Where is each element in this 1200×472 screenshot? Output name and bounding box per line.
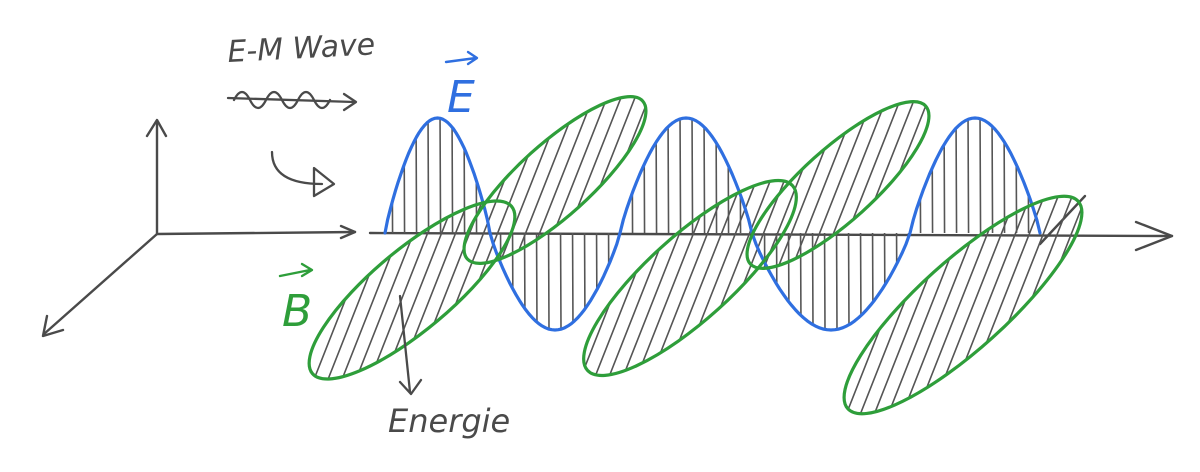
wave-title: E-M Wave xyxy=(227,27,376,70)
energy-annotation: Energie xyxy=(388,294,510,440)
x-axis-arrowhead xyxy=(339,224,357,240)
magnetic-field-lobe xyxy=(745,100,931,270)
vector-arrow-icon xyxy=(278,262,314,278)
vector-arrow-icon xyxy=(444,50,479,66)
energy-label: Energie xyxy=(388,402,510,440)
energy-pointer-arrow xyxy=(398,294,423,396)
coordinate-axes xyxy=(41,118,357,338)
wavy-arrow-icon xyxy=(226,90,358,112)
magnetic-field-label: B xyxy=(278,262,314,337)
curved-arrow-icon xyxy=(270,150,336,198)
magnetic-field-lobe xyxy=(462,95,648,265)
magnetic-field-hatching xyxy=(309,96,1082,414)
magnetic-field-wave xyxy=(307,95,1084,416)
electric-field-label: E xyxy=(444,50,479,123)
y-axis-arrowhead xyxy=(145,118,168,138)
magnetic-field-lobe xyxy=(842,194,1084,416)
depth-axis-arrowhead xyxy=(41,314,65,338)
electric-field-wave xyxy=(383,116,1042,332)
electric-field-symbol: E xyxy=(447,72,475,123)
depth-axis xyxy=(42,232,159,336)
magnetic-field-lobe xyxy=(582,178,798,378)
propagation-arrowhead xyxy=(1134,220,1174,252)
magnetic-field-symbol: B xyxy=(282,286,312,337)
magnetic-field-lobe xyxy=(307,199,517,381)
